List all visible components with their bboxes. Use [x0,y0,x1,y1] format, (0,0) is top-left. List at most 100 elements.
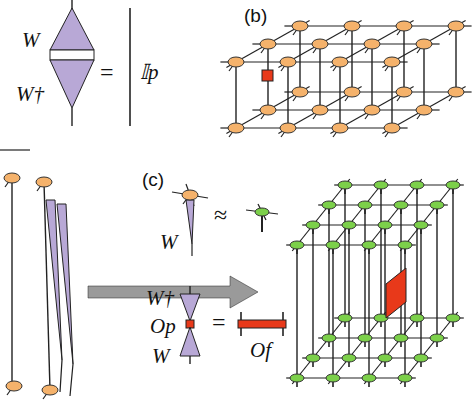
peps-tensor [280,123,296,133]
coarse-tensor [414,354,428,362]
peps-tensor [228,123,244,133]
peps-tensor [6,381,22,391]
tensor-label: W [152,346,170,367]
operator-label: Op [150,316,176,337]
contraction-line [296,245,297,378]
peps-tensor [36,177,52,187]
identity-line [129,8,131,126]
isometry-band [50,50,94,60]
physical-leg [261,214,263,232]
tensor-label: W† [16,84,44,105]
coarse-tensor [342,354,356,362]
peps-tensor [260,39,276,49]
peps-tensor [416,39,432,49]
coarse-tensor [430,201,444,209]
tensor-label: W [22,30,40,51]
peps-tensor [332,57,348,67]
coarse-tensor [446,181,460,189]
coarse-tensor [430,334,444,342]
coarse-operator [238,320,286,328]
isometry-w-dagger [50,60,94,108]
bond-line [60,360,62,392]
identity-label: 𝕀p [140,62,159,83]
peps-tensor [312,39,328,49]
bond-line [0,149,30,150]
peps-tensor [312,105,328,115]
peps-tensor [384,123,400,133]
contraction-line [287,62,288,128]
coarse-tensor [306,221,320,229]
isometry-w-dagger [180,294,200,321]
coarse-tensor [410,314,424,322]
tensor-label: W† [146,288,174,309]
peps-tensor [384,57,400,67]
contraction-line [423,44,424,110]
bond-line [71,108,72,126]
isometry-w [50,8,94,50]
operator-label: Of [250,340,271,361]
contraction-line [403,26,404,92]
isometry-w [186,200,194,244]
coarse-tensor [342,221,356,229]
peps-tensor [448,21,464,31]
peps-tensor [416,105,432,115]
contraction-line [455,26,456,92]
peps-tensor [292,21,308,31]
contraction-line [351,26,352,92]
panel-label: (b) [244,6,267,25]
coarse-tensor [358,334,372,342]
isometry-strip [57,204,73,364]
coarse-tensor [322,334,336,342]
transform-arrow [88,276,258,308]
contraction-line [319,44,320,110]
coarse-tensor [306,354,320,362]
peps-tensor [4,173,20,183]
peps-tensor [364,39,380,49]
coarse-tensor [326,241,340,249]
coarse-tensor [414,221,428,229]
contraction-line [452,185,453,318]
peps-tensor [292,87,308,97]
coarse-tensor [398,374,412,382]
peps-tensor [364,105,380,115]
coarse-tensor [290,241,304,249]
coarse-tensor [446,314,460,322]
coarse-tensor [326,374,340,382]
coarse-tensor [398,241,412,249]
coarse-tensor [378,221,392,229]
contraction-line [339,62,340,128]
bond-line [189,286,190,294]
tensor-label: W [160,232,178,253]
contraction-line [371,44,372,110]
peps-tensor [344,87,360,97]
approx-sign: ≈ [214,203,227,227]
coarse-tensor [362,241,376,249]
coarse-operator [386,268,406,318]
contraction-line [235,62,236,128]
coarse-tensor [394,334,408,342]
equals-sign: = [212,310,226,334]
coarse-tensor [255,208,269,216]
contraction-line [391,62,392,128]
equals-sign: = [100,60,114,84]
coarse-tensor [378,354,392,362]
bond-line [70,364,73,396]
peps-tensor [42,385,58,395]
peps-tensor [332,123,348,133]
bond-line [11,178,12,386]
coarse-tensor [358,201,372,209]
coarse-tensor [374,181,388,189]
bond-line [189,356,190,364]
bond-line [191,244,192,256]
panel-label: (c) [142,170,164,189]
coarse-tensor [394,201,408,209]
peps-tensor [396,87,412,97]
peps-tensor [396,21,412,31]
peps-tensor [182,190,198,200]
local-operator [262,70,273,81]
coarse-tensor [410,181,424,189]
coarse-tensor [362,374,376,382]
isometry-w [180,327,200,356]
